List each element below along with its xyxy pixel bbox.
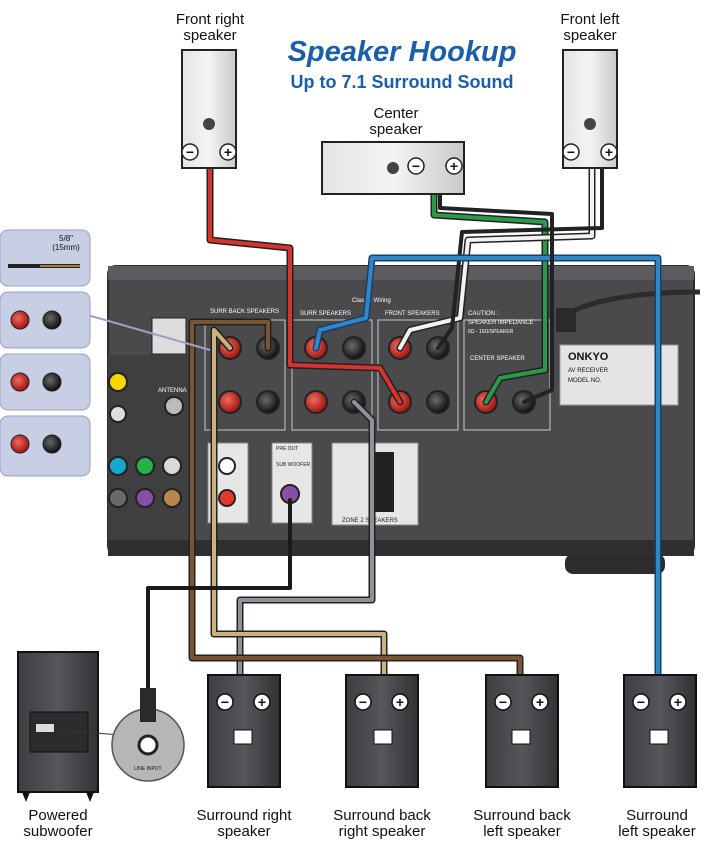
impedance-value: 6Ω - 16Ω/SPEAKER (468, 329, 514, 335)
surround-right-speaker: − + (207, 674, 281, 788)
center-minus: − (412, 158, 420, 174)
surround-right-plus: + (258, 694, 266, 710)
front-right-speaker-label: Front right speaker (175, 11, 245, 44)
surround-back-left-plus: + (536, 694, 544, 710)
front-right-minus: − (186, 144, 194, 160)
surround-right-speaker-label: Surround right speaker (196, 807, 292, 840)
surround-back-right-speaker: − + (345, 674, 419, 788)
surround-right-minus: − (221, 694, 229, 710)
surround-left-minus: − (637, 694, 645, 710)
surround-left-speaker: − + (623, 674, 697, 788)
front-left-speaker: − + (562, 49, 618, 169)
center-label: CENTER SPEAKER (470, 356, 525, 362)
model-text: AV RECEIVER (568, 368, 609, 374)
impedance-label: SPEAKER IMPEDANCE (468, 320, 534, 326)
front-left-minus: − (567, 144, 575, 160)
surround-back-right-minus: − (359, 694, 367, 710)
front-label: FRONT SPEAKERS (385, 311, 440, 317)
surr-back-label: SURR BACK SPEAKERS (210, 309, 279, 315)
front-left-plus: + (605, 144, 613, 160)
surround-left-plus: + (674, 694, 682, 710)
subwoofer-label: Powered subwoofer (23, 807, 93, 840)
surround-back-right-speaker-label: Surround back right speaker (333, 807, 431, 840)
line-input-label: LINE INPUT (134, 766, 162, 772)
class-wiring-label: Class 2 Wiring (352, 298, 391, 304)
surround-back-left-speaker: − + (485, 674, 559, 788)
surround-left-speaker-label: Surround left speaker (618, 807, 696, 840)
wire-prep-instructions (0, 229, 211, 477)
diagram-title: Speaker Hookup (287, 36, 517, 68)
brand-logo: ONKYO (568, 351, 609, 363)
surround-back-right-plus: + (396, 694, 404, 710)
surr-label: SURR SPEAKERS (300, 311, 351, 317)
powered-subwoofer: LINE INPUT (17, 651, 185, 802)
av-receiver: ANTENNA SURR BACK SPEAKERS SURR SPEAKERS… (107, 265, 701, 574)
surround-back-left-minus: − (499, 694, 507, 710)
wire-strip-label: 5/8" (15mm) (52, 234, 80, 252)
front-left-speaker-label: Front left speaker (560, 11, 620, 44)
rca-jacks (108, 372, 184, 508)
surround-back-left-speaker-label: Surround back left speaker (473, 807, 571, 840)
center-speaker: − + (321, 141, 465, 195)
pre-out-label: PRE OUT (276, 446, 298, 452)
speaker-wires (146, 161, 662, 724)
center-speaker-label: Center speaker (369, 105, 423, 138)
antenna-label: ANTENNA (158, 388, 187, 394)
center-plus: + (450, 158, 458, 174)
model-no: MODEL NO. (568, 378, 602, 384)
front-right-plus: + (224, 144, 232, 160)
diagram-subtitle: Up to 7.1 Surround Sound (290, 72, 514, 92)
subwoofer-out-label: SUB WOOFER (276, 462, 311, 468)
caution-label: CAUTION : (468, 311, 499, 317)
front-right-speaker: − + (181, 49, 237, 169)
